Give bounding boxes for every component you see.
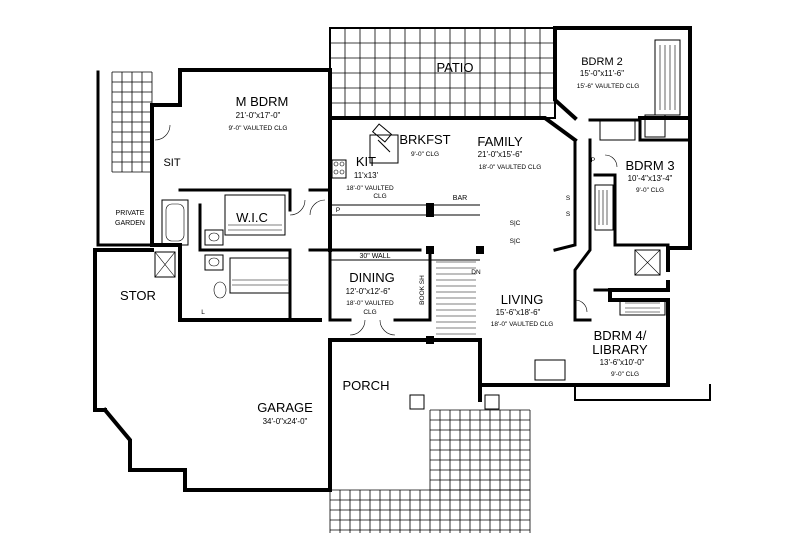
sc-label-2: S|C: [510, 238, 521, 245]
interior-walls: [178, 118, 692, 344]
private-garden-label-1: PRIVATE: [116, 210, 145, 217]
brkfst-ceiling: 9'-0" CLG: [411, 151, 439, 158]
bdrm3-dims: 10'-4"x13'-4": [628, 174, 673, 183]
living-dims: 15'-6"x18'-6": [496, 308, 541, 317]
patio-label: PATIO: [436, 60, 473, 75]
shelf-label-2: S: [566, 211, 571, 218]
pantry-label-2: P: [591, 157, 595, 164]
living-label: LIVING: [501, 292, 544, 307]
kit-dims: 11'x13': [354, 171, 379, 180]
garage-label: GARAGE: [257, 400, 313, 415]
mbdrm-dims: 21'-0"x17'-0": [236, 111, 281, 120]
mbdrm-ceiling: 9'-0" VAULTED CLG: [229, 125, 288, 132]
sc-label-1: S|C: [510, 220, 521, 227]
linen-label: L: [201, 309, 205, 316]
bdrm3-label: BDRM 3: [625, 158, 674, 173]
kit-label: KIT: [356, 154, 376, 169]
room-labels: PATIO BDRM 2 15'-0"x11'-6" 15'-6" VAULTE…: [115, 56, 675, 426]
bdrm2-label: BDRM 2: [581, 56, 623, 68]
wic-label: W.I.C: [236, 210, 268, 225]
bdrm3-ceiling: 9'-0" CLG: [636, 187, 664, 194]
kit-ceiling: 18'-0" VAULTED: [346, 185, 394, 192]
family-dims: 21'-0"x15'-6": [478, 150, 523, 159]
dining-label: DINING: [349, 270, 395, 285]
dining-dims: 12'-0"x12'-6": [346, 287, 391, 296]
family-ceiling: 18'-0" VAULTED CLG: [479, 164, 542, 171]
front-walkway: [329, 409, 531, 533]
dining-ceiling-clg: CLG: [363, 309, 376, 316]
family-label: FAMILY: [477, 134, 523, 149]
shelf-label-1: S: [566, 195, 571, 202]
garage-dims: 34'-0"x24'-0": [263, 417, 308, 426]
garden-steps: [111, 71, 153, 173]
bdrm2-ceiling: 15'-6" VAULTED CLG: [577, 83, 640, 90]
private-garden-label-2: GARDEN: [115, 220, 145, 227]
bar-label: BAR: [453, 195, 467, 202]
bdrm4-label-1: BDRM 4/: [594, 328, 647, 343]
pantry-label-1: P: [336, 207, 340, 214]
dn-label: DN: [471, 269, 481, 276]
sit-label: SIT: [163, 157, 180, 169]
living-ceiling: 18'-0" VAULTED CLG: [491, 321, 554, 328]
bdrm2-dims: 15'-0"x11'-6": [580, 69, 624, 78]
fixtures: [154, 39, 681, 381]
patio-paving: [329, 27, 556, 119]
bdrm4-dims: 13'-6"x10'-0": [600, 358, 645, 367]
dining-ceiling: 18'-0" VAULTED: [346, 300, 394, 307]
wall-30-label: 30" WALL: [359, 253, 390, 260]
exterior-walls: [93, 26, 711, 492]
kit-ceiling-clg: CLG: [373, 193, 386, 200]
book-shelf-label: BOOK SH: [419, 275, 426, 305]
stor-label: STOR: [120, 288, 156, 303]
bdrm4-label-2: LIBRARY: [592, 342, 648, 357]
bdrm4-ceiling: 9'-0" CLG: [611, 371, 639, 378]
brkfst-label: BRKFST: [399, 132, 450, 147]
mbdrm-label: M BDRM: [236, 94, 289, 109]
porch-label: PORCH: [343, 378, 390, 393]
